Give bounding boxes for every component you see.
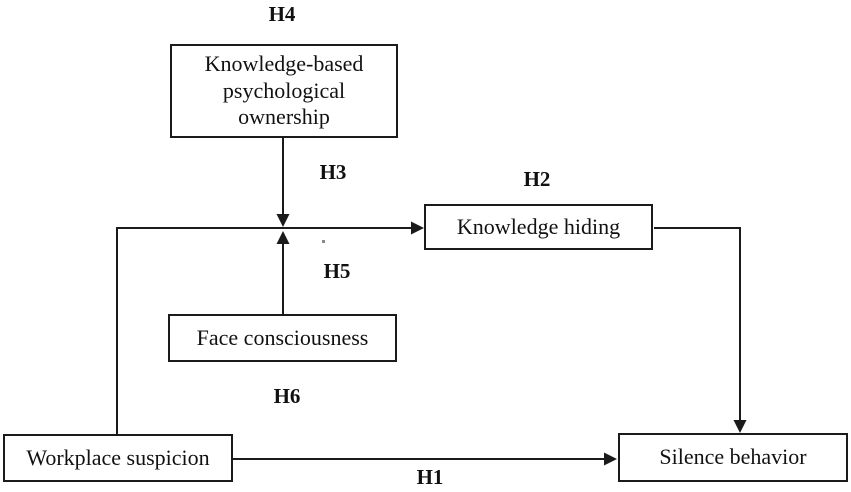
- arrowhead-down-sb: [733, 420, 747, 433]
- stray-dot: [322, 240, 325, 243]
- hypothesis-label-h6: H6: [273, 384, 301, 408]
- node-knowledge-hiding: Knowledge hiding: [424, 204, 653, 250]
- arrow-kh-to-sb: [654, 227, 741, 421]
- hypothesis-label-h2: H2: [523, 167, 551, 191]
- node-workplace-suspicion: Workplace suspicion: [3, 434, 233, 482]
- hypothesis-label-h1: H1: [416, 465, 444, 489]
- hypothesis-label-h4: H4: [268, 2, 296, 26]
- hypothesis-label-h3: H3: [319, 160, 347, 184]
- arrowhead-up-junction: [276, 231, 290, 244]
- node-silence-behavior: Silence behavior: [618, 433, 848, 482]
- node-face-consciousness: Face consciousness: [168, 314, 397, 362]
- node-knowledge-based-psychological-ownership: Knowledge-based psychological ownership: [170, 44, 398, 138]
- arrowhead-right-sb: [604, 452, 617, 466]
- arrowhead-down-junction: [276, 214, 290, 227]
- hypothesis-label-h5: H5: [323, 259, 351, 283]
- arrowhead-right-kh: [411, 221, 424, 235]
